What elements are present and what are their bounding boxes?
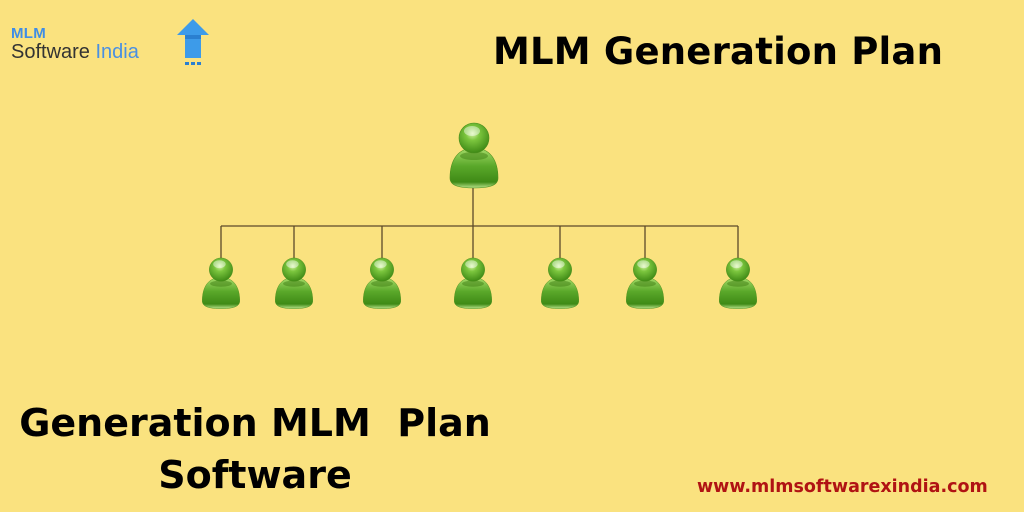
root-user-icon <box>449 122 499 189</box>
brand-logo: MLM Software India <box>11 25 139 63</box>
connector-lines <box>220 186 739 260</box>
child-user-icon <box>274 257 314 310</box>
child-user-icon <box>362 257 402 310</box>
page-title: MLM Generation Plan <box>493 30 944 73</box>
child-user-icon <box>718 257 758 310</box>
website-url: www.mlmsoftwarexindia.com <box>697 477 988 497</box>
child-user-icon <box>540 257 580 310</box>
logo-software-india-text: Software India <box>11 41 139 63</box>
child-user-icon <box>201 257 241 310</box>
logo-india-word: India <box>95 41 139 63</box>
subtitle: Generation MLM Plan Software <box>0 397 510 501</box>
upload-arrow-icon <box>177 19 209 65</box>
subtitle-line-2: Software <box>158 453 352 497</box>
child-user-icon <box>625 257 665 310</box>
child-user-icon <box>453 257 493 310</box>
logo-software-word: Software <box>11 41 96 63</box>
logo-mlm-text: MLM <box>11 25 47 42</box>
subtitle-line-1: Generation MLM Plan <box>19 401 491 445</box>
